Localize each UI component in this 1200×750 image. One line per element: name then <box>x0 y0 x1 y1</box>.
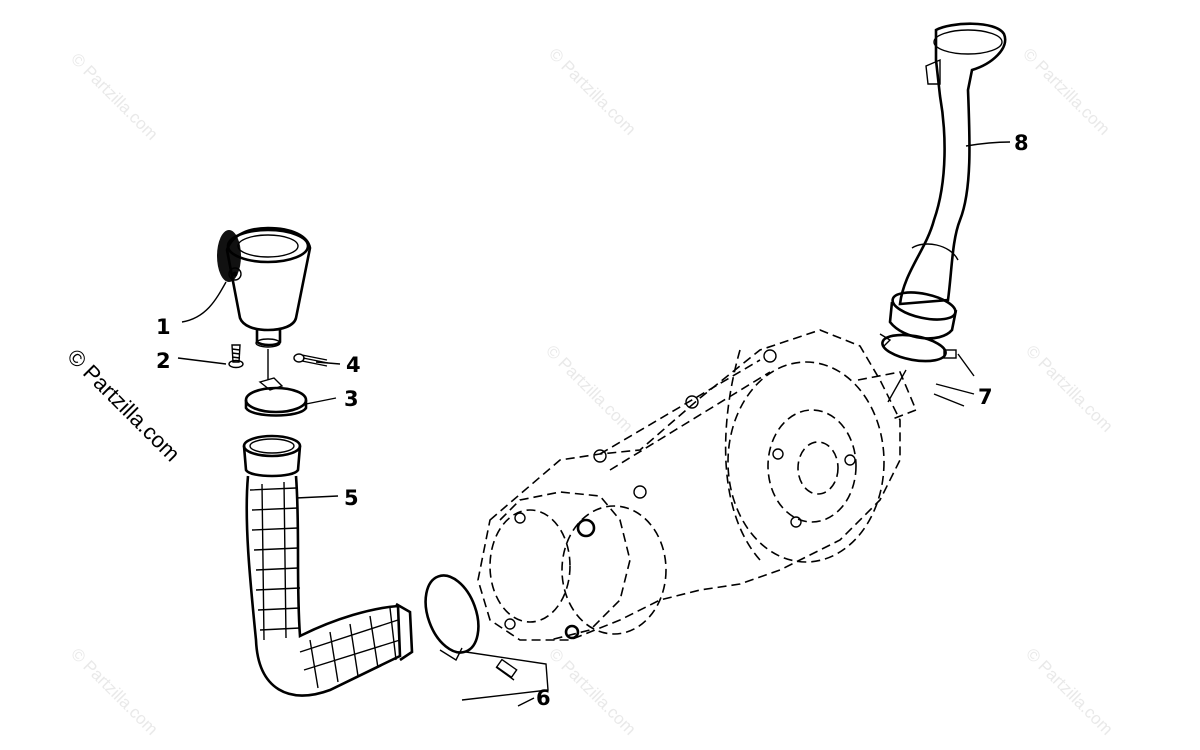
watermark-group: © Partzilla.com © Partzilla.com © Partzi… <box>67 44 1116 738</box>
callout-6: 6 <box>536 686 551 710</box>
callout-2: 2 <box>156 349 171 373</box>
watermark-bottom-center: © Partzilla.com <box>545 644 639 738</box>
watermark-mid-center: © Partzilla.com <box>542 341 636 435</box>
clamp-part-3 <box>244 349 308 417</box>
intake-boot-part-5 <box>242 434 414 697</box>
air-filter <box>217 226 312 348</box>
screw-part-4 <box>293 353 329 367</box>
watermark-top-right: © Partzilla.com <box>1019 44 1113 138</box>
callout-1: 1 <box>156 315 171 339</box>
callout-numbers: 1 2 3 4 5 6 7 8 <box>156 131 1029 710</box>
leader-lines <box>177 141 1011 707</box>
watermark-bottom-left: © Partzilla.com <box>67 644 161 738</box>
clamp-part-6 <box>424 574 549 701</box>
callout-8: 8 <box>1014 131 1029 155</box>
watermark-bottom-right: © Partzilla.com <box>1022 644 1116 738</box>
callout-4: 4 <box>346 353 361 377</box>
callout-3: 3 <box>344 387 359 411</box>
cvt-housing <box>477 329 918 641</box>
watermark-top-left: © Partzilla.com <box>67 49 161 143</box>
watermark-mid-right: © Partzilla.com <box>1022 341 1116 435</box>
watermark-top-center: © Partzilla.com <box>545 44 639 138</box>
vent-duct-part-8 <box>888 22 1007 340</box>
clamp-part-7 <box>879 333 975 407</box>
callout-7: 7 <box>978 385 993 409</box>
screw-part-2 <box>228 344 244 369</box>
callout-5: 5 <box>344 486 359 510</box>
